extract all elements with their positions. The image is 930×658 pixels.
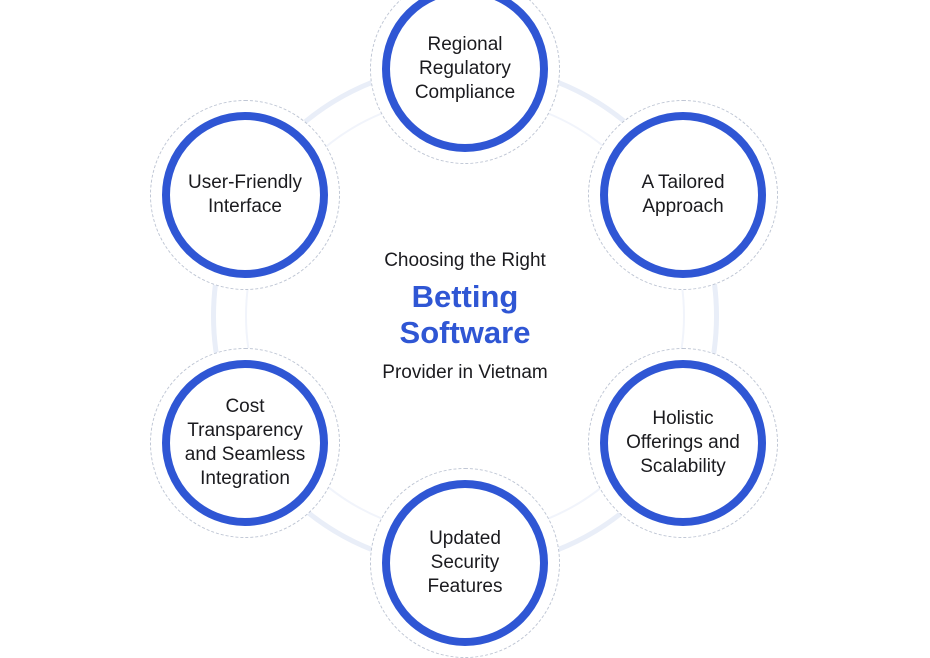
node-tailored-approach[interactable]: A Tailored Approach [588, 100, 778, 290]
node-user-friendly-interface[interactable]: User-Friendly Interface [150, 100, 340, 290]
center-highlight-line1: Betting [411, 279, 519, 314]
diagram: Regional Regulatory Compliance A Tailore… [150, 0, 778, 658]
node-label: User-Friendly Interface [187, 172, 303, 217]
node-circle: User-Friendly Interface [162, 112, 328, 278]
node-circle: Cost Transparency and Seamless Integrati… [162, 360, 328, 526]
center-title-line1: Choosing the Right [384, 250, 546, 271]
node-label: Holistic Offerings and Scalability [626, 408, 740, 477]
center-title: Choosing the Right Betting Software Prov… [315, 243, 615, 387]
node-circle: Holistic Offerings and Scalability [600, 360, 766, 526]
node-regional-regulatory-compliance[interactable]: Regional Regulatory Compliance [370, 0, 560, 164]
node-label: A Tailored Approach [641, 172, 725, 217]
node-label: Cost Transparency and Seamless Integrati… [184, 396, 306, 489]
node-circle: A Tailored Approach [600, 112, 766, 278]
center-highlight-line2: Software [399, 315, 531, 350]
node-holistic-offerings[interactable]: Holistic Offerings and Scalability [588, 348, 778, 538]
node-circle: Regional Regulatory Compliance [382, 0, 548, 152]
node-label: Updated Security Features [427, 528, 503, 597]
node-label: Regional Regulatory Compliance [414, 34, 516, 103]
node-updated-security-features[interactable]: Updated Security Features [370, 468, 560, 658]
center-title-line3: Provider in Vietnam [382, 362, 548, 383]
node-circle: Updated Security Features [382, 480, 548, 646]
node-cost-transparency[interactable]: Cost Transparency and Seamless Integrati… [150, 348, 340, 538]
